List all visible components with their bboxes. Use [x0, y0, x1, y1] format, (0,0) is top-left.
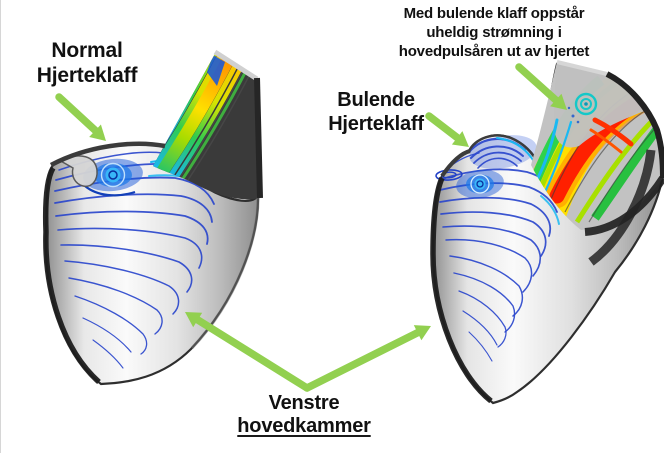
- left-top-ridge: [49, 141, 166, 167]
- caption-line: hovedpulsåren ut av hjertet: [398, 43, 590, 60]
- bulging-valve-dome: [467, 134, 540, 169]
- caption-line: Normal: [51, 39, 123, 62]
- right-aorta-dark-edge: [605, 71, 664, 179]
- right-under-tube-shadow: [588, 149, 656, 266]
- arrow-ventricle-right-icon: [303, 325, 431, 392]
- caption-line: Venstre: [268, 392, 340, 414]
- arrow-normal-valve-icon: [55, 93, 106, 141]
- left-right-shadow: [190, 197, 260, 350]
- left-valve-vortex-icon: [57, 155, 143, 197]
- arrow-aorta-note-icon: [515, 63, 567, 110]
- right-aorta: [531, 60, 664, 236]
- aorta-swirl-vortex-icon: [567, 92, 634, 154]
- right-valve-vortex-icon: [435, 169, 504, 199]
- right-dark-edge: [430, 176, 493, 404]
- caption-left-ventricle: Venstre hovedkammer: [224, 392, 384, 438]
- arrow-ventricle-left-icon: [185, 312, 311, 392]
- caption-normal-valve: Normal Hjerteklaff: [13, 38, 161, 88]
- left-aorta-dark-edge: [254, 77, 263, 199]
- caption-aorta-note: Med bulende klaff oppstår uheldig strømn…: [376, 4, 612, 61]
- bulging-heart-figure: [430, 60, 664, 405]
- caption-line: Hjerteklaff: [328, 113, 424, 135]
- right-aorta-cut-rim: [556, 60, 608, 76]
- normal-heart-figure: [42, 49, 263, 386]
- caption-line: hovedkammer: [224, 415, 384, 438]
- left-aorta-cut-rim: [213, 49, 259, 82]
- right-aorta-top-surface: [554, 62, 647, 148]
- arrow-bulging-valve-icon: [425, 112, 469, 147]
- caption-line: uheldig strømning i: [426, 24, 562, 41]
- underlined-word: hovedkammer: [237, 415, 371, 437]
- caption-line: Bulende: [337, 89, 415, 111]
- right-shoulder-ridge: [440, 149, 471, 178]
- left-valve-leaflet: [57, 155, 98, 188]
- caption-bulging-valve: Bulende Hjerteklaff: [301, 88, 451, 136]
- caption-line: Hjerteklaff: [36, 64, 138, 87]
- caption-line: Med bulende klaff oppstår: [403, 5, 585, 22]
- left-dark-edge: [42, 166, 101, 385]
